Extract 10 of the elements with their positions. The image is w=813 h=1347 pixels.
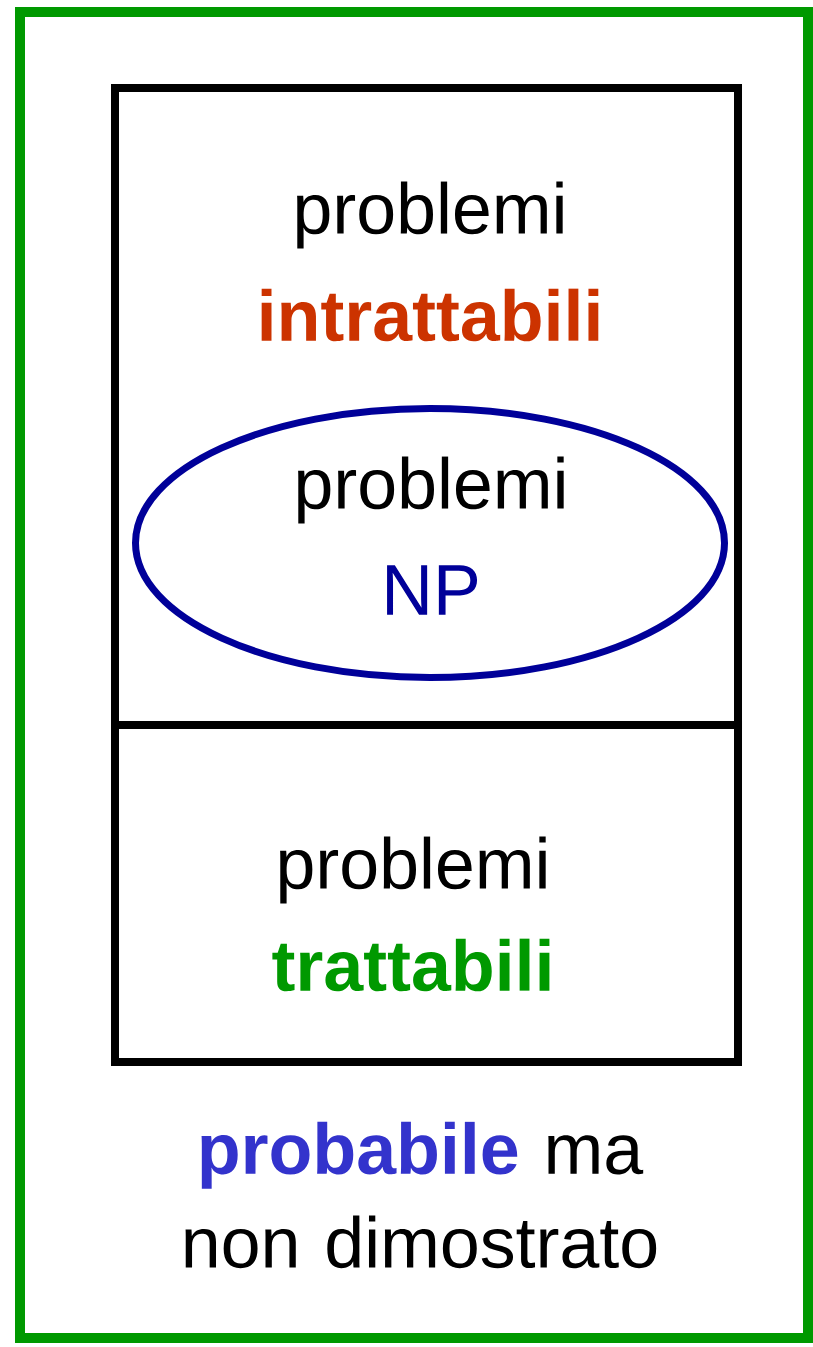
set-ellipse <box>132 405 728 681</box>
note-text: probabile ma non dimostrato <box>185 1121 657 1269</box>
set-label: problemi <box>280 836 546 904</box>
set-label: trattabili <box>272 938 550 992</box>
set-label: NP <box>387 565 478 615</box>
set-label: problemi <box>297 181 563 249</box>
outer-frame <box>15 7 813 1343</box>
set-label: problemi <box>298 456 564 524</box>
set-box <box>111 721 742 1066</box>
set-label: intrattabili <box>261 288 599 342</box>
